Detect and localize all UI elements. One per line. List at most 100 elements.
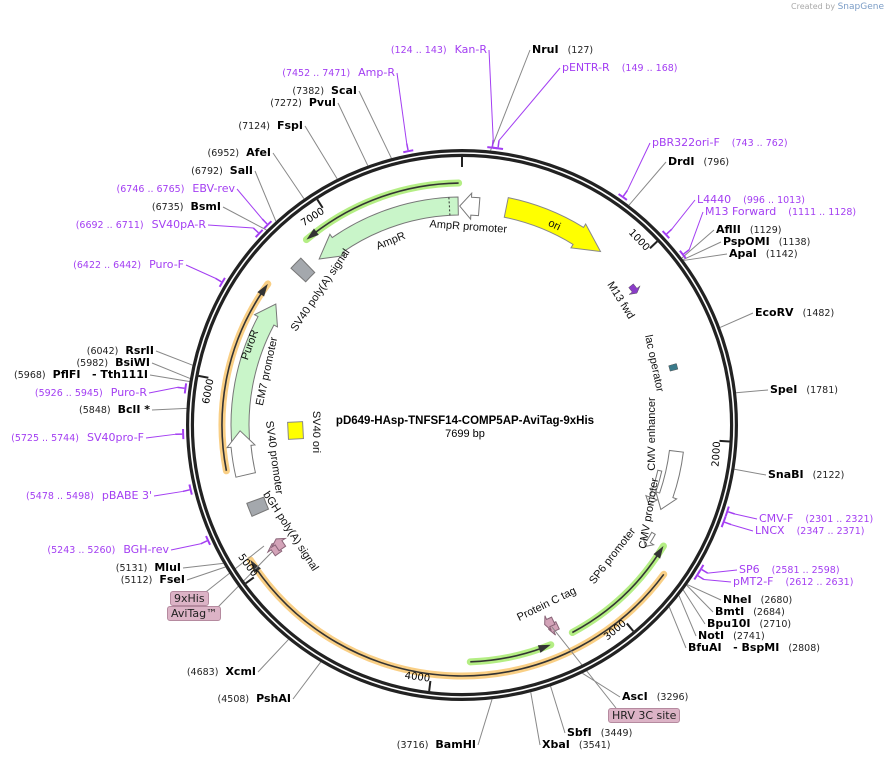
primer-connector-line bbox=[488, 49, 494, 140]
enzyme-connector-line bbox=[530, 692, 541, 746]
primer-label[interactable]: pMT2-F26122631 bbox=[733, 576, 853, 589]
enzyme-connector-line bbox=[186, 566, 226, 581]
enzyme-connector-line bbox=[292, 661, 322, 700]
enzyme-site[interactable]: 4508PshAI bbox=[218, 693, 291, 706]
primer-label[interactable]: 64226442Puro-F bbox=[73, 259, 184, 272]
primer-label[interactable]: LNCX23472371 bbox=[755, 525, 864, 538]
primer-range: 25812598 bbox=[772, 565, 840, 576]
enzyme-name: DrdI bbox=[668, 155, 695, 168]
enzyme-site[interactable]: ApaI1142 bbox=[729, 248, 798, 261]
primer-name: L4440 bbox=[697, 193, 732, 206]
primer-label[interactable]: 67466765EBV-rev bbox=[117, 183, 235, 196]
feature-label-protein-c-tag: Protein C tag bbox=[515, 585, 578, 624]
enzyme-site[interactable]: 6735BsmI bbox=[152, 201, 221, 214]
primer-label[interactable]: 66926711SV40pA-R bbox=[76, 219, 206, 232]
backbone-strand-gap bbox=[189, 152, 735, 698]
enzyme-site[interactable]: 7124 FspI bbox=[238, 119, 303, 133]
enzyme-site[interactable]: PspOMI1138 bbox=[723, 236, 810, 249]
primer-connector-line bbox=[148, 386, 178, 394]
enzyme-site[interactable]: XbaI3541 bbox=[542, 739, 611, 752]
protein-c-tag-feature-2 bbox=[544, 615, 556, 631]
enzyme-position: 6792 bbox=[191, 166, 223, 177]
enzyme-position: 7124 bbox=[238, 121, 270, 132]
primer-label[interactable]: pENTR-R149168 bbox=[562, 62, 678, 75]
orf-segment-2-arrowhead-icon bbox=[653, 546, 664, 559]
enzyme-position: 1129 bbox=[750, 225, 782, 236]
enzyme-connector-line bbox=[736, 389, 769, 394]
feature-tag-avitag[interactable]: AviTag™ bbox=[167, 606, 222, 621]
primer-range: 74527471 bbox=[282, 68, 350, 79]
enzyme-site[interactable]: NruI127 bbox=[532, 44, 593, 57]
tag-connector-line bbox=[216, 551, 273, 609]
feature-label-cmv-promoter: CMV promoter bbox=[637, 477, 661, 550]
enzyme-site[interactable]: 5982BsiWI bbox=[76, 357, 150, 370]
primer-label[interactable]: L44409961013 bbox=[697, 193, 805, 207]
enzyme-name: SbfI bbox=[567, 726, 592, 739]
enzyme-position: 1142 bbox=[766, 249, 798, 260]
enzyme-site[interactable]: SpeI1781 bbox=[770, 383, 838, 397]
primer-label[interactable]: SP625812598 bbox=[739, 564, 840, 577]
tick-mark bbox=[428, 680, 432, 692]
primer-label[interactable]: 57255744SV40pro-F bbox=[11, 432, 144, 445]
enzyme-name: SpeI bbox=[770, 383, 798, 396]
enzyme-connector-line bbox=[683, 253, 728, 261]
enzyme-connector-line bbox=[155, 350, 193, 366]
enzyme-site[interactable]: 6042RsrII bbox=[87, 345, 154, 358]
enzyme-position: 5848 bbox=[79, 405, 111, 416]
enzyme-site[interactable]: AflII 1129 bbox=[716, 223, 782, 237]
enzyme-site[interactable]: 5848BclI * bbox=[79, 404, 150, 417]
enzyme-site[interactable]: 5131MluI bbox=[116, 562, 181, 575]
enzyme-site[interactable]: DrdI796 bbox=[668, 155, 729, 169]
enzyme-name: NheI bbox=[723, 593, 752, 606]
enzyme-connector-line bbox=[222, 206, 267, 231]
feature-label-sv40-promoter: SV40 promoter bbox=[263, 420, 285, 495]
enzyme-site[interactable]: 6792SalI bbox=[191, 165, 253, 178]
enzyme-site[interactable]: Bpu10I2710 bbox=[707, 618, 791, 631]
primer-binding-mark bbox=[254, 229, 264, 238]
enzyme-site[interactable]: 3716BamHI bbox=[397, 738, 476, 752]
enzyme-connector-line bbox=[477, 699, 493, 746]
enzyme-name: PflFI - Tth111I bbox=[52, 368, 148, 381]
enzyme-site[interactable]: BfuAI - BspMI2808 bbox=[688, 642, 820, 655]
enzyme-site[interactable]: 7382ScaI bbox=[292, 85, 357, 98]
avitag-feature bbox=[270, 537, 288, 552]
enzyme-site[interactable]: NotI2741 bbox=[698, 630, 765, 643]
feature-tag-hrv-3c-site[interactable]: HRV 3C site bbox=[608, 708, 681, 723]
enzyme-site[interactable]: EcoRV1482 bbox=[755, 307, 834, 320]
feature-label-ori: ori bbox=[546, 217, 562, 233]
primer-connector-line bbox=[170, 543, 201, 551]
primer-label[interactable]: 124143Kan-R bbox=[391, 44, 487, 57]
primer-tick bbox=[622, 190, 628, 197]
feature-tag-9xhis[interactable]: 9xHis bbox=[170, 591, 209, 606]
enzyme-site[interactable]: AscI3296 bbox=[622, 691, 689, 704]
enzyme-site[interactable]: 5112FseI bbox=[121, 574, 185, 587]
primer-label[interactable]: 74527471Amp-R bbox=[282, 67, 395, 80]
sv40-polya-feature bbox=[290, 257, 316, 283]
primer-tick bbox=[252, 227, 259, 234]
enzyme-name: BamHI bbox=[435, 738, 476, 751]
primer-name: Puro-R bbox=[110, 386, 147, 399]
enzyme-site[interactable]: 6952AfeI bbox=[208, 147, 271, 160]
enzyme-name: AflII bbox=[716, 223, 741, 236]
enzyme-site[interactable]: 5968PflFI - Tth111I bbox=[14, 368, 148, 382]
primer-label[interactable]: 54785498pBABE 3' bbox=[26, 490, 152, 503]
primer-label[interactable]: 59265945Puro-R bbox=[35, 386, 147, 400]
primer-label[interactable]: 52435260BGH-rev bbox=[47, 544, 169, 557]
primer-range: 52435260 bbox=[47, 545, 115, 556]
primer-connector-line bbox=[731, 524, 754, 532]
feature-label-ampr: AmpR bbox=[374, 230, 407, 253]
enzyme-site[interactable]: SnaBI2122 bbox=[768, 469, 844, 482]
primer-label[interactable]: M13 Forward11111128 bbox=[705, 206, 856, 219]
watermark-prefix: Created by bbox=[791, 2, 836, 11]
primer-label[interactable]: CMV-F23012321 bbox=[759, 513, 873, 526]
enzyme-site[interactable]: BmtI2684 bbox=[715, 606, 785, 619]
enzyme-site[interactable]: NheI2680 bbox=[723, 593, 792, 607]
enzyme-position: 3296 bbox=[657, 692, 689, 703]
enzyme-site[interactable]: 7272PvuI bbox=[270, 97, 336, 110]
enzyme-name: FspI bbox=[276, 119, 303, 132]
enzyme-site[interactable]: SbfI3449 bbox=[567, 726, 632, 740]
enzyme-site[interactable]: 4683XcmI bbox=[187, 666, 256, 679]
primer-connector-line bbox=[707, 569, 738, 574]
primer-range: 149168 bbox=[622, 63, 678, 74]
primer-label[interactable]: pBR322ori-F743762 bbox=[652, 137, 788, 150]
